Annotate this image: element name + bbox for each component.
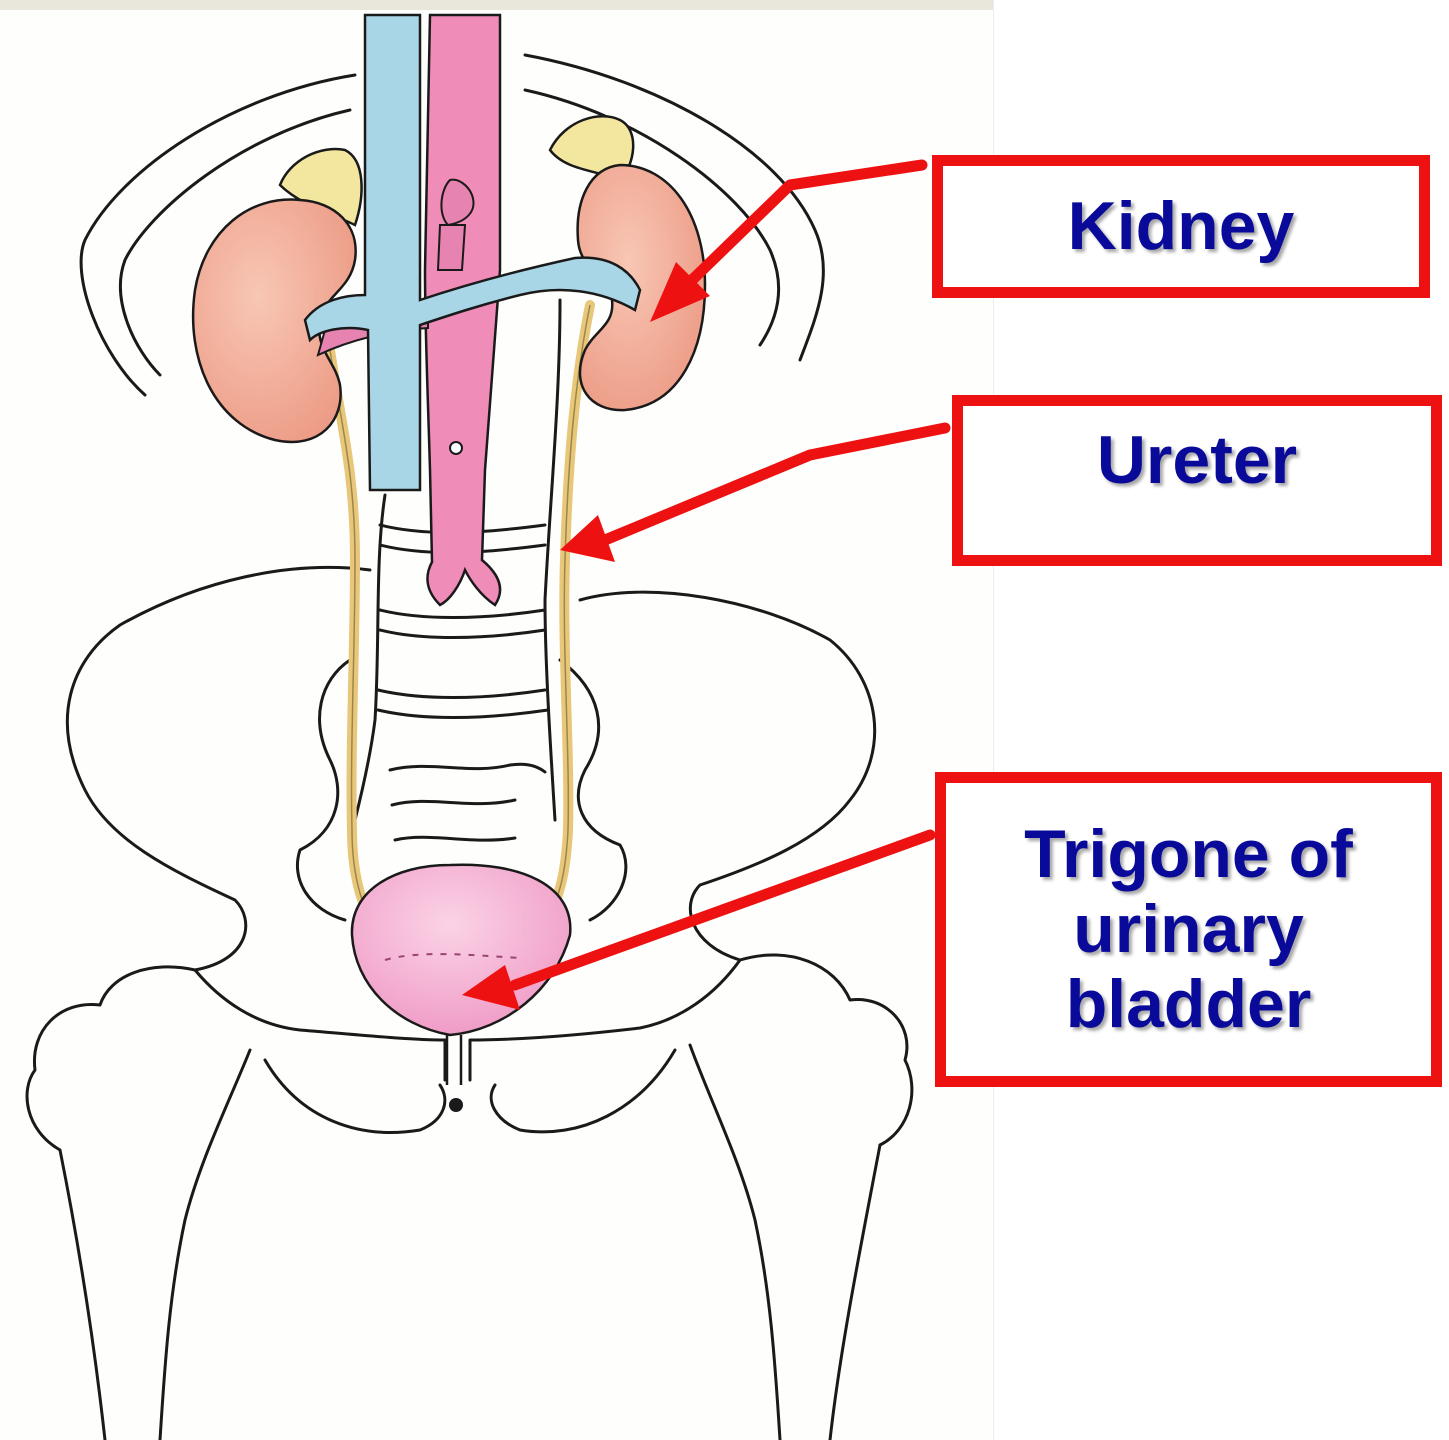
femur-right-head [740,955,912,1145]
trigone-label: Trigone of urinary bladder [1024,817,1353,1041]
ureter-label-box: Ureter [952,395,1442,566]
trigone-label-box: Trigone of urinary bladder [935,772,1442,1087]
vertebra-line [378,690,545,698]
femur-right-inner [690,1045,780,1440]
urethra [447,1035,461,1085]
pubic-tubercle [449,1098,463,1112]
spine-outline-right [545,300,560,820]
obturator-left [265,1060,445,1132]
obturator-right [491,1050,675,1132]
vertebra-line [380,630,545,638]
femur-left-inner [160,1050,250,1440]
iliac-left-inner [297,660,350,920]
sacral-line [390,764,545,772]
arrow-kidney [690,165,922,282]
femur-right-shaft [830,1145,880,1440]
femur-left-shaft [60,1150,105,1440]
arrow-trigone [515,835,930,985]
arrow-ureter [605,428,945,540]
mesenteric-branch-2 [438,225,465,270]
aortic-ostium [450,442,462,454]
kidney-label-box: Kidney [932,155,1430,298]
femur-left-head [27,967,195,1150]
sacral-line [392,800,515,805]
vertebra-line [380,610,545,618]
urinary-bladder [352,865,570,1035]
sacral-line [395,837,515,840]
vertebra-line [378,710,548,718]
kidney-label: Kidney [1068,189,1295,264]
ureter-label: Ureter [1097,423,1297,498]
